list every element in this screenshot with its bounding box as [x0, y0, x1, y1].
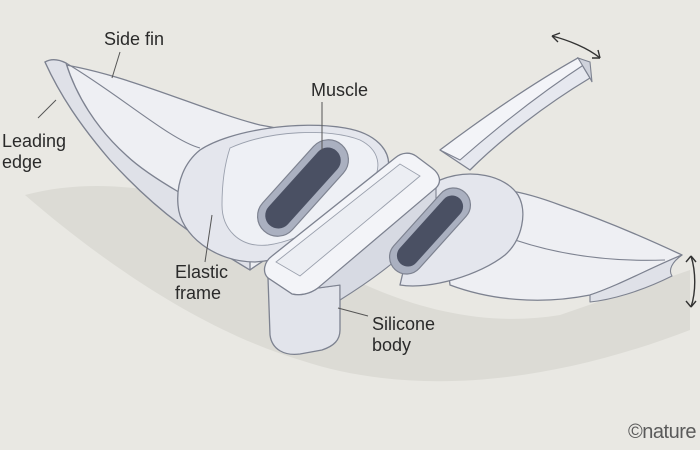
motion-arrow-fin-icon: [685, 255, 697, 308]
label-side-fin: Side fin: [104, 29, 165, 49]
label-silicone-body: Silicone body: [372, 314, 436, 355]
leader-side-fin: [111, 51, 121, 79]
muscle-left: [256, 139, 350, 237]
leader-silicone-body: [337, 307, 369, 317]
muscle-right: [388, 187, 472, 275]
body-center-ridge: [275, 163, 421, 277]
right-fin-edge: [589, 254, 683, 303]
nature-credit-logo: ©nature: [628, 421, 696, 443]
tail-arm-end: [576, 57, 593, 83]
leader-elastic-frame: [204, 214, 213, 263]
label-leading-edge: Leading edge: [2, 131, 67, 172]
right-fin-seam: [514, 239, 666, 261]
leader-leading-edge: [37, 99, 57, 119]
label-elastic-frame: Elastic frame: [175, 262, 229, 303]
motion-arrow-tail-icon: [551, 32, 601, 59]
label-muscle: Muscle: [311, 80, 369, 100]
left-fin-seam: [65, 62, 201, 149]
tail-arm-top: [439, 57, 589, 161]
silicone-body-block: [267, 277, 341, 356]
